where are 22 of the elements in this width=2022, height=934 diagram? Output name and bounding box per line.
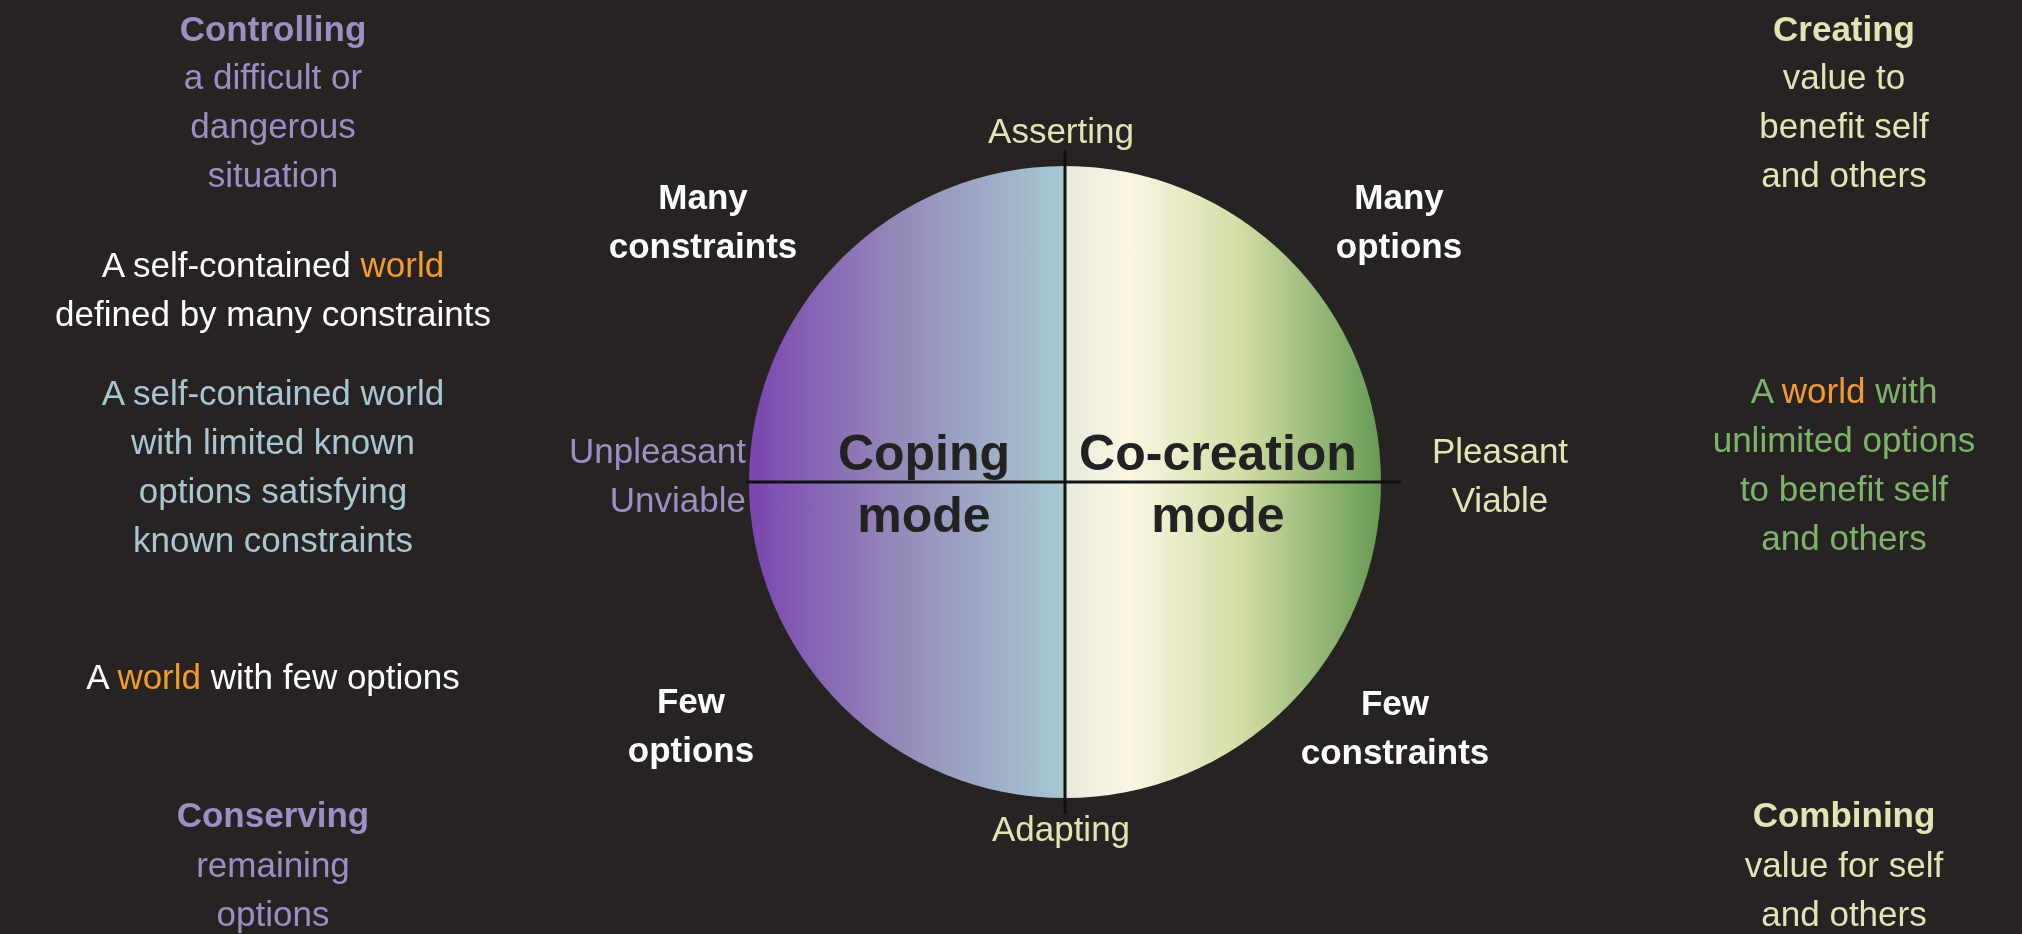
text-label: value to benefit self and others xyxy=(1758,56,1930,196)
heading-label: Creating xyxy=(1772,8,1916,50)
mode-label: Co-creation mode xyxy=(1078,424,1358,545)
heading-label: Conserving xyxy=(175,794,371,836)
text-label: Unpleasant Unviable xyxy=(567,430,746,521)
mode-label: Coping mode xyxy=(836,424,1012,545)
heading-label: Few constraints xyxy=(1299,682,1491,773)
heading-label: Many options xyxy=(1334,176,1464,267)
heading-label: Many constraints xyxy=(607,176,799,267)
text-label: Pleasant Viable xyxy=(1430,430,1570,521)
text-label: A self-contained world defined by many constraints xyxy=(54,244,492,335)
text-label: Asserting xyxy=(987,110,1135,152)
heading-label: Combining xyxy=(1751,794,1937,836)
text-label: Adapting xyxy=(990,808,1132,850)
heading-label: Controlling xyxy=(178,8,368,50)
text-label: remaining options xyxy=(195,844,351,934)
heading-label: Few options xyxy=(626,680,756,771)
text-label: value for self and others xyxy=(1743,844,1945,934)
text-label: A world with unlimited options to benefit self and others xyxy=(1711,370,1977,559)
text-label: a difficult or dangerous situation xyxy=(182,56,364,196)
text-label: A self-contained world with limited known options satisfying known constraints xyxy=(100,372,446,561)
text-label: A world with few options xyxy=(85,656,461,698)
